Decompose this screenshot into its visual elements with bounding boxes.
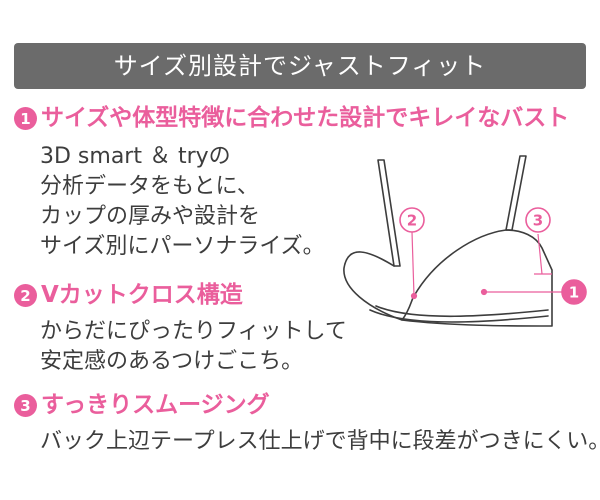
feature-3-description: バック上辺テープレス仕上げで背中に段差がつきにくい。 [40,427,600,457]
feature-1-line: 3D smart ＆ tryの [40,144,231,169]
left-strap [377,159,401,267]
feature-1-description: 3D smart ＆ tryの 分析データをもとに、 カップの厚みや設計を サイ… [40,142,325,262]
feature-1-line: カップの厚みや設計を [40,204,261,229]
feature-1-number-badge: 1 [14,107,37,130]
feature-2-line: からだにぴったりフィットして [40,319,347,344]
feature-3-title: すっきりスムージング [41,392,270,418]
banner-title: サイズ別設計でジャストフィット [113,52,487,80]
callout-3: 3 [525,207,551,233]
callout-1-label: 1 [569,284,579,302]
callout-2-leader [411,231,415,297]
right-cup [401,229,553,327]
callout-2-label: 2 [407,212,417,230]
feature-2-title: Vカットクロス構造 [41,282,243,308]
right-strap [505,155,527,231]
underwire [369,309,549,323]
section-banner: サイズ別設計でジャストフィット [14,43,586,89]
callout-1: 1 [561,279,587,305]
feature-3-line: バック上辺テープレス仕上げで背中に段差がつきにくい。 [40,429,600,454]
feature-2-description: からだにぴったりフィットして 安定感のあるつけごこち。 [40,317,347,377]
callout-3-leader [537,233,543,275]
bra-illustration: 2 3 1 [343,155,587,327]
callout-2: 2 [399,207,425,233]
feature-1-line: 分析データをもとに、 [40,174,259,199]
callout-3-label: 3 [533,212,543,230]
underwire-inner [375,305,549,318]
feature-2-line: 安定感のあるつけごこち。 [40,349,304,374]
feature-2-heading: 2 Vカットクロス構造 [14,284,243,307]
feature-2-number-badge: 2 [14,284,37,307]
feature-3-number-badge: 3 [14,394,37,417]
feature-1-heading: 1 サイズや体型特徴に合わせた設計でキレイなバスト [14,107,569,130]
callout-2-dot [410,292,418,300]
feature-1-line: サイズ別にパーソナライズ。 [40,234,325,259]
feature-3-heading: 3 すっきりスムージング [14,394,270,417]
left-cup [343,251,415,321]
feature-1-title: サイズや体型特徴に合わせた設計でキレイなバスト [41,105,570,131]
callout-1-dot [480,288,488,296]
